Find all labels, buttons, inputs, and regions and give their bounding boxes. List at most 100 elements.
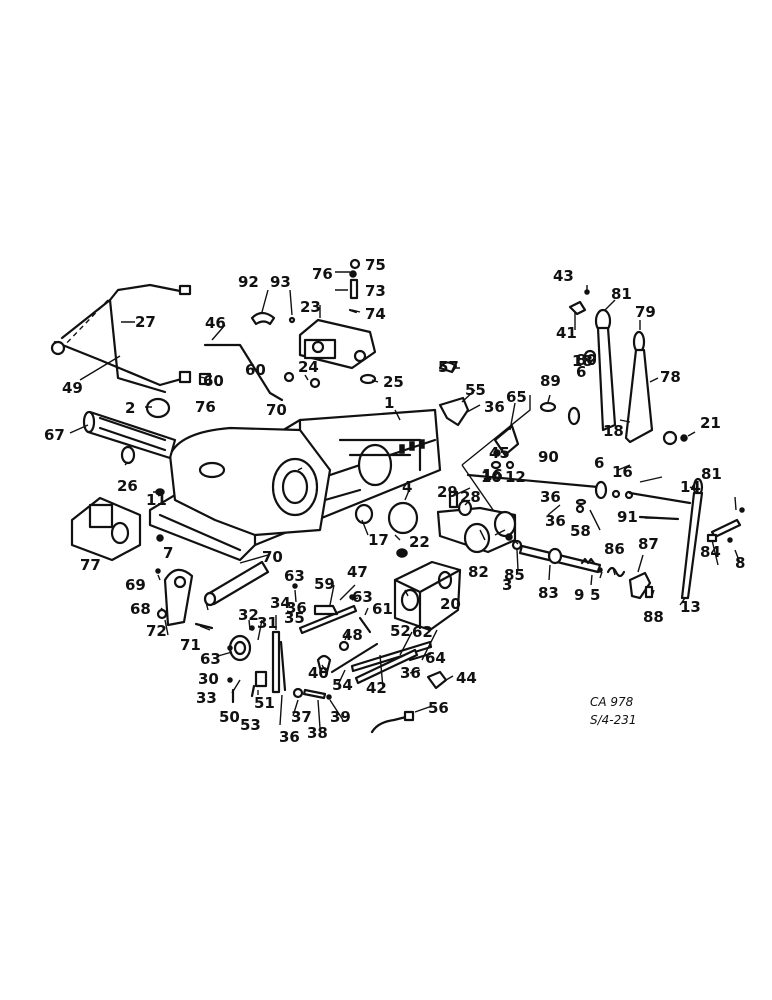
- valve-cover: [298, 318, 377, 370]
- callout-37: 37: [291, 708, 312, 726]
- pin-53: [250, 684, 256, 698]
- callout-12: 12: [505, 468, 526, 486]
- callout-74: 74: [365, 305, 386, 323]
- callout-49: 49: [62, 379, 83, 397]
- callout-36: 36: [400, 664, 421, 682]
- pipe-56-end: [403, 710, 415, 722]
- callout-26: 26: [117, 477, 138, 495]
- callout-59: 59: [314, 575, 335, 593]
- seal-31-inner: [233, 640, 247, 656]
- callout-6: 6: [594, 454, 604, 472]
- washer-63b: [292, 583, 298, 589]
- callout-92: 92: [238, 273, 259, 291]
- washer-8b: [739, 507, 745, 513]
- callout-24: 24: [298, 358, 319, 376]
- callout-75: 75: [365, 256, 386, 274]
- seal-12: [505, 460, 515, 470]
- spring-54: [330, 642, 379, 674]
- callout-16: 16: [612, 463, 633, 481]
- callout-93: 93: [270, 273, 291, 291]
- callout-13: 13: [680, 598, 701, 616]
- callout-76: 76: [195, 398, 216, 416]
- callout-67: 67: [44, 426, 65, 444]
- callout-53: 53: [240, 716, 261, 734]
- callout-65: 65: [506, 388, 527, 406]
- callout-21: 21: [700, 414, 721, 432]
- washer-39: [326, 694, 332, 700]
- callout-5: 5: [590, 586, 600, 604]
- callout-36: 36: [484, 398, 505, 416]
- block-51: [254, 670, 268, 688]
- callout-58: 58: [570, 522, 591, 540]
- control-levers: [568, 289, 704, 600]
- callout-60: 60: [203, 372, 224, 390]
- pipe-56: [370, 714, 412, 734]
- callout-18: 18: [572, 352, 593, 370]
- callout-14: 14: [680, 478, 701, 496]
- callout-69: 69: [125, 576, 146, 594]
- callout-70: 70: [262, 548, 283, 566]
- callout-80: 80: [576, 351, 597, 369]
- callout-84: 84: [700, 543, 721, 561]
- ring-48: [338, 640, 350, 652]
- callout-30: 30: [198, 670, 219, 688]
- output-shaft: [82, 410, 177, 460]
- drawing-code-secondary: S/4-231: [590, 713, 637, 727]
- drawing-code-primary: CA 978: [590, 695, 634, 709]
- callout-82: 82: [468, 563, 489, 581]
- seal-31: [228, 634, 252, 662]
- callout-63: 63: [352, 588, 373, 606]
- callout-36: 36: [286, 599, 307, 617]
- callout-46: 46: [205, 314, 226, 332]
- callout-79: 79: [635, 303, 656, 321]
- callout-41: 41: [556, 324, 577, 342]
- rock-shaft: [206, 560, 270, 606]
- callout-48: 48: [342, 626, 363, 644]
- washer-63c: [227, 645, 233, 651]
- callout-44: 44: [456, 669, 477, 687]
- callout-50: 50: [219, 708, 240, 726]
- callout-10: 10: [481, 468, 502, 486]
- callout-36: 36: [545, 512, 566, 530]
- ring-25: [359, 373, 377, 385]
- callout-18: 18: [603, 422, 624, 440]
- ring-85: [511, 539, 523, 551]
- bracket-65: [493, 424, 520, 457]
- cylinder-housing: [70, 496, 142, 562]
- callout-62: 62: [412, 623, 433, 641]
- callout-85: 85: [504, 566, 525, 584]
- main-housing: [148, 408, 442, 562]
- callout-45: 45: [489, 444, 510, 462]
- callout-8: 8: [735, 554, 745, 572]
- callout-20: 20: [440, 595, 461, 613]
- link-40: [316, 654, 332, 674]
- callout-87: 87: [638, 535, 659, 553]
- callout-35: 35: [284, 609, 305, 627]
- seal-22: [396, 548, 408, 558]
- callout-86: 86: [604, 540, 625, 558]
- washer-72: [156, 608, 168, 620]
- callout-33: 33: [196, 689, 217, 707]
- callout-28: 28: [460, 488, 481, 506]
- callout-68: 68: [130, 600, 151, 618]
- callout-36: 36: [279, 728, 300, 746]
- lift-arm-hole: [173, 575, 187, 589]
- callout-88: 88: [643, 608, 664, 626]
- callout-36: 36: [540, 488, 561, 506]
- callout-51: 51: [254, 694, 275, 712]
- callout-43: 43: [553, 267, 574, 285]
- bracket-59: [313, 604, 339, 616]
- callout-47: 47: [347, 563, 368, 581]
- callout-32: 32: [238, 606, 259, 624]
- callout-89: 89: [540, 372, 561, 390]
- sleeve-4: [387, 501, 419, 535]
- callout-81: 81: [701, 465, 722, 483]
- callout-6: 6: [576, 363, 586, 381]
- callout-9: 9: [574, 586, 584, 604]
- callout-76: 76: [312, 265, 333, 283]
- seal-24: [309, 377, 321, 389]
- pin-88: [644, 585, 654, 599]
- valve-housing-20: [393, 560, 462, 632]
- washer-34: [227, 677, 233, 683]
